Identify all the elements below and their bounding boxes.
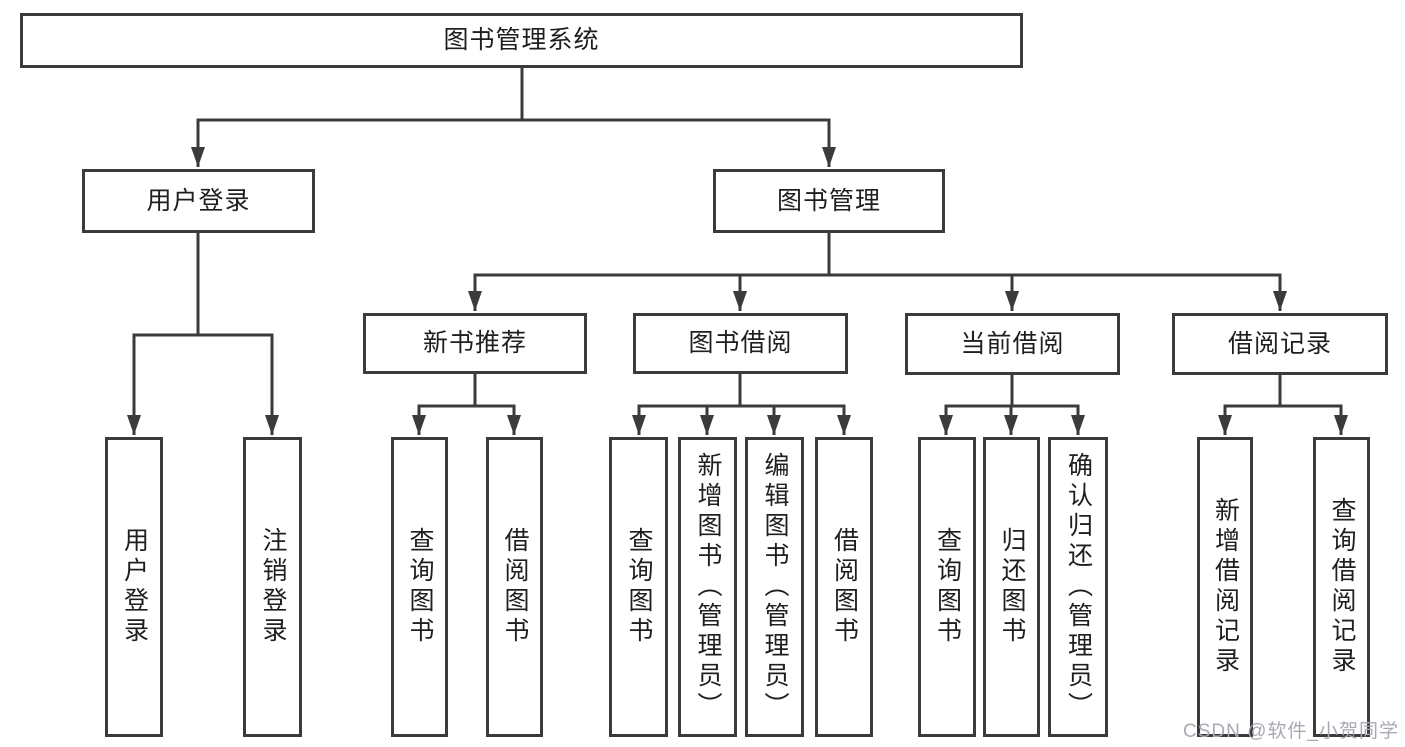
leaf-current-confirm-return-label: 确认归还（管理员） bbox=[1064, 452, 1093, 722]
watermark: CSDN @软件_小贺同学 bbox=[1183, 721, 1399, 742]
leaf-newbook-query-label: 查询图书 bbox=[406, 527, 434, 647]
node-borrow-record-label: 借阅记录 bbox=[1227, 329, 1332, 358]
leaf-current-query: 查询图书 bbox=[918, 437, 976, 737]
leaf-logout-label: 注销登录 bbox=[259, 527, 287, 647]
leaf-record-add: 新增借阅记录 bbox=[1197, 437, 1253, 737]
leaf-borrow-query-label: 查询图书 bbox=[625, 527, 653, 647]
node-book-mgmt-label: 图书管理 bbox=[776, 186, 881, 215]
leaf-newbook-query: 查询图书 bbox=[391, 437, 448, 737]
leaf-current-query-label: 查询图书 bbox=[933, 527, 962, 647]
node-current-borrow: 当前借阅 bbox=[905, 313, 1120, 375]
node-book-borrow-label: 图书借阅 bbox=[688, 329, 793, 357]
leaf-current-return-label: 归还图书 bbox=[998, 527, 1026, 647]
leaf-record-add-label: 新增借阅记录 bbox=[1211, 497, 1240, 677]
leaf-borrow-borrow-book-label: 借阅图书 bbox=[830, 527, 859, 647]
leaf-user-login: 用户登录 bbox=[105, 437, 163, 737]
leaf-newbook-borrow: 借阅图书 bbox=[486, 437, 543, 737]
node-root: 图书管理系统 bbox=[20, 13, 1023, 68]
node-borrow-record: 借阅记录 bbox=[1172, 313, 1388, 375]
node-book-mgmt: 图书管理 bbox=[713, 169, 945, 233]
leaf-newbook-borrow-label: 借阅图书 bbox=[501, 527, 529, 647]
leaf-borrow-add-book: 新增图书（管理员） bbox=[678, 437, 737, 737]
leaf-borrow-edit-book: 编辑图书（管理员） bbox=[745, 437, 804, 737]
leaf-borrow-query: 查询图书 bbox=[609, 437, 668, 737]
leaf-borrow-edit-book-label: 编辑图书（管理员） bbox=[761, 452, 789, 722]
leaf-borrow-borrow-book: 借阅图书 bbox=[815, 437, 873, 737]
node-new-book-rec: 新书推荐 bbox=[363, 313, 587, 374]
node-root-label: 图书管理系统 bbox=[443, 26, 600, 54]
node-user-login-label: 用户登录 bbox=[146, 186, 251, 215]
node-user-login: 用户登录 bbox=[82, 169, 315, 233]
leaf-current-confirm-return: 确认归还（管理员） bbox=[1048, 437, 1108, 737]
leaf-logout: 注销登录 bbox=[243, 437, 302, 737]
node-current-borrow-label: 当前借阅 bbox=[960, 329, 1065, 358]
node-new-book-rec-label: 新书推荐 bbox=[422, 329, 527, 357]
leaf-record-query: 查询借阅记录 bbox=[1313, 437, 1370, 737]
leaf-user-login-label: 用户登录 bbox=[120, 527, 149, 647]
leaf-current-return: 归还图书 bbox=[983, 437, 1040, 737]
leaf-record-query-label: 查询借阅记录 bbox=[1328, 497, 1356, 677]
leaf-borrow-add-book-label: 新增图书（管理员） bbox=[694, 452, 722, 722]
node-book-borrow: 图书借阅 bbox=[633, 313, 848, 374]
